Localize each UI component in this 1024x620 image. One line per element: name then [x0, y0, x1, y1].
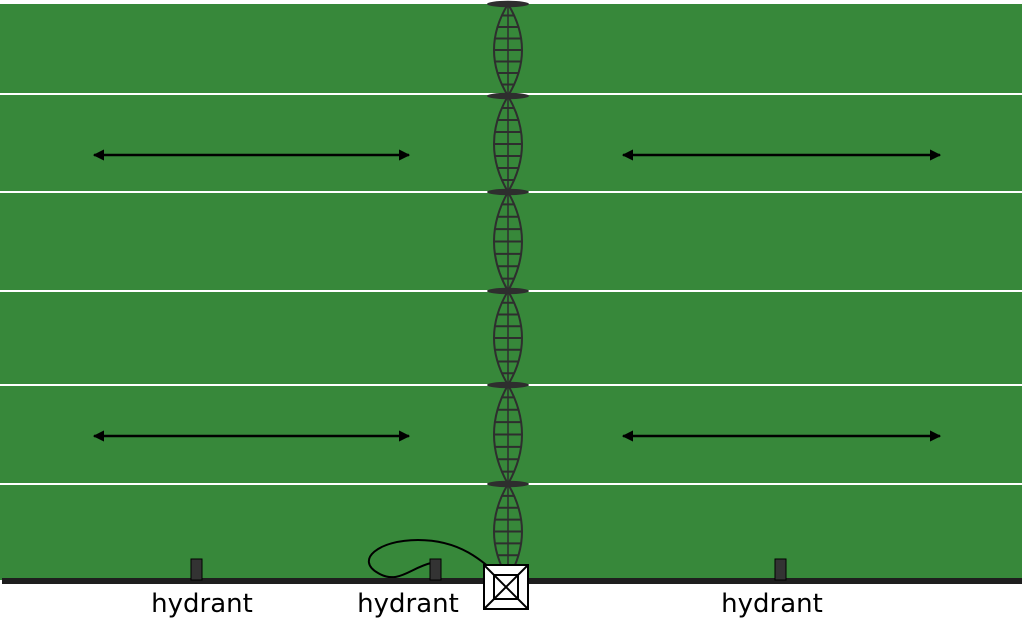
hydrant-label-right: hydrant [721, 589, 823, 619]
pipe-joint [487, 92, 529, 100]
pipe-segment [493, 95, 523, 193]
hydrant-label-center: hydrant [357, 589, 459, 619]
hydrant-post-icon-right [774, 558, 787, 581]
pipe-segment [493, 3, 523, 97]
valve-box-icon [483, 564, 529, 610]
hose-loop-icon [367, 538, 504, 581]
hydrant-post-icon-left [190, 558, 203, 581]
pipe-joint [487, 480, 529, 488]
pipe-joint [487, 287, 529, 295]
pipe-segment [493, 384, 523, 485]
pipe-spiral [487, 0, 529, 580]
pipe-joint [487, 188, 529, 196]
hydrant-post-icon-center [429, 558, 442, 581]
pipe-segment [493, 290, 523, 386]
movement-arrows [92, 149, 942, 442]
pipe-joint [487, 381, 529, 389]
hydrant-label-left: hydrant [151, 589, 253, 619]
pipe-segment [493, 191, 523, 292]
pipe-joint [487, 0, 529, 8]
